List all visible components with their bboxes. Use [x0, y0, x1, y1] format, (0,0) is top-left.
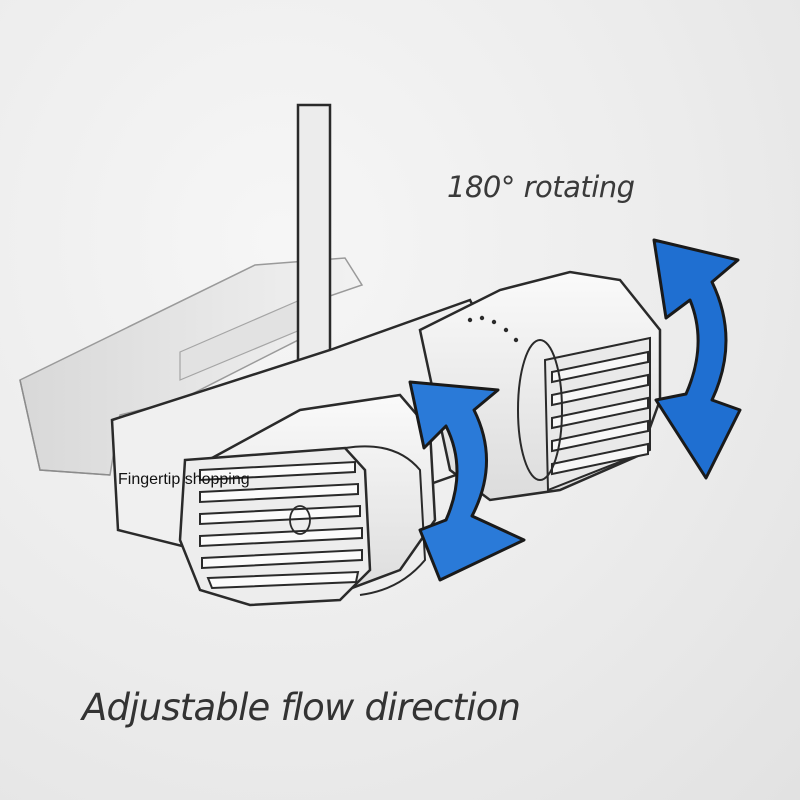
- watermark-text: Fingertip shopping: [118, 471, 250, 488]
- rotation-arrow-large: [652, 238, 742, 480]
- pump-head-left: [178, 393, 437, 607]
- flow-direction-caption: Adjustable flow direction: [82, 686, 521, 729]
- rotating-caption: 180° rotating: [447, 170, 635, 204]
- rotation-arrow-small: [408, 380, 526, 582]
